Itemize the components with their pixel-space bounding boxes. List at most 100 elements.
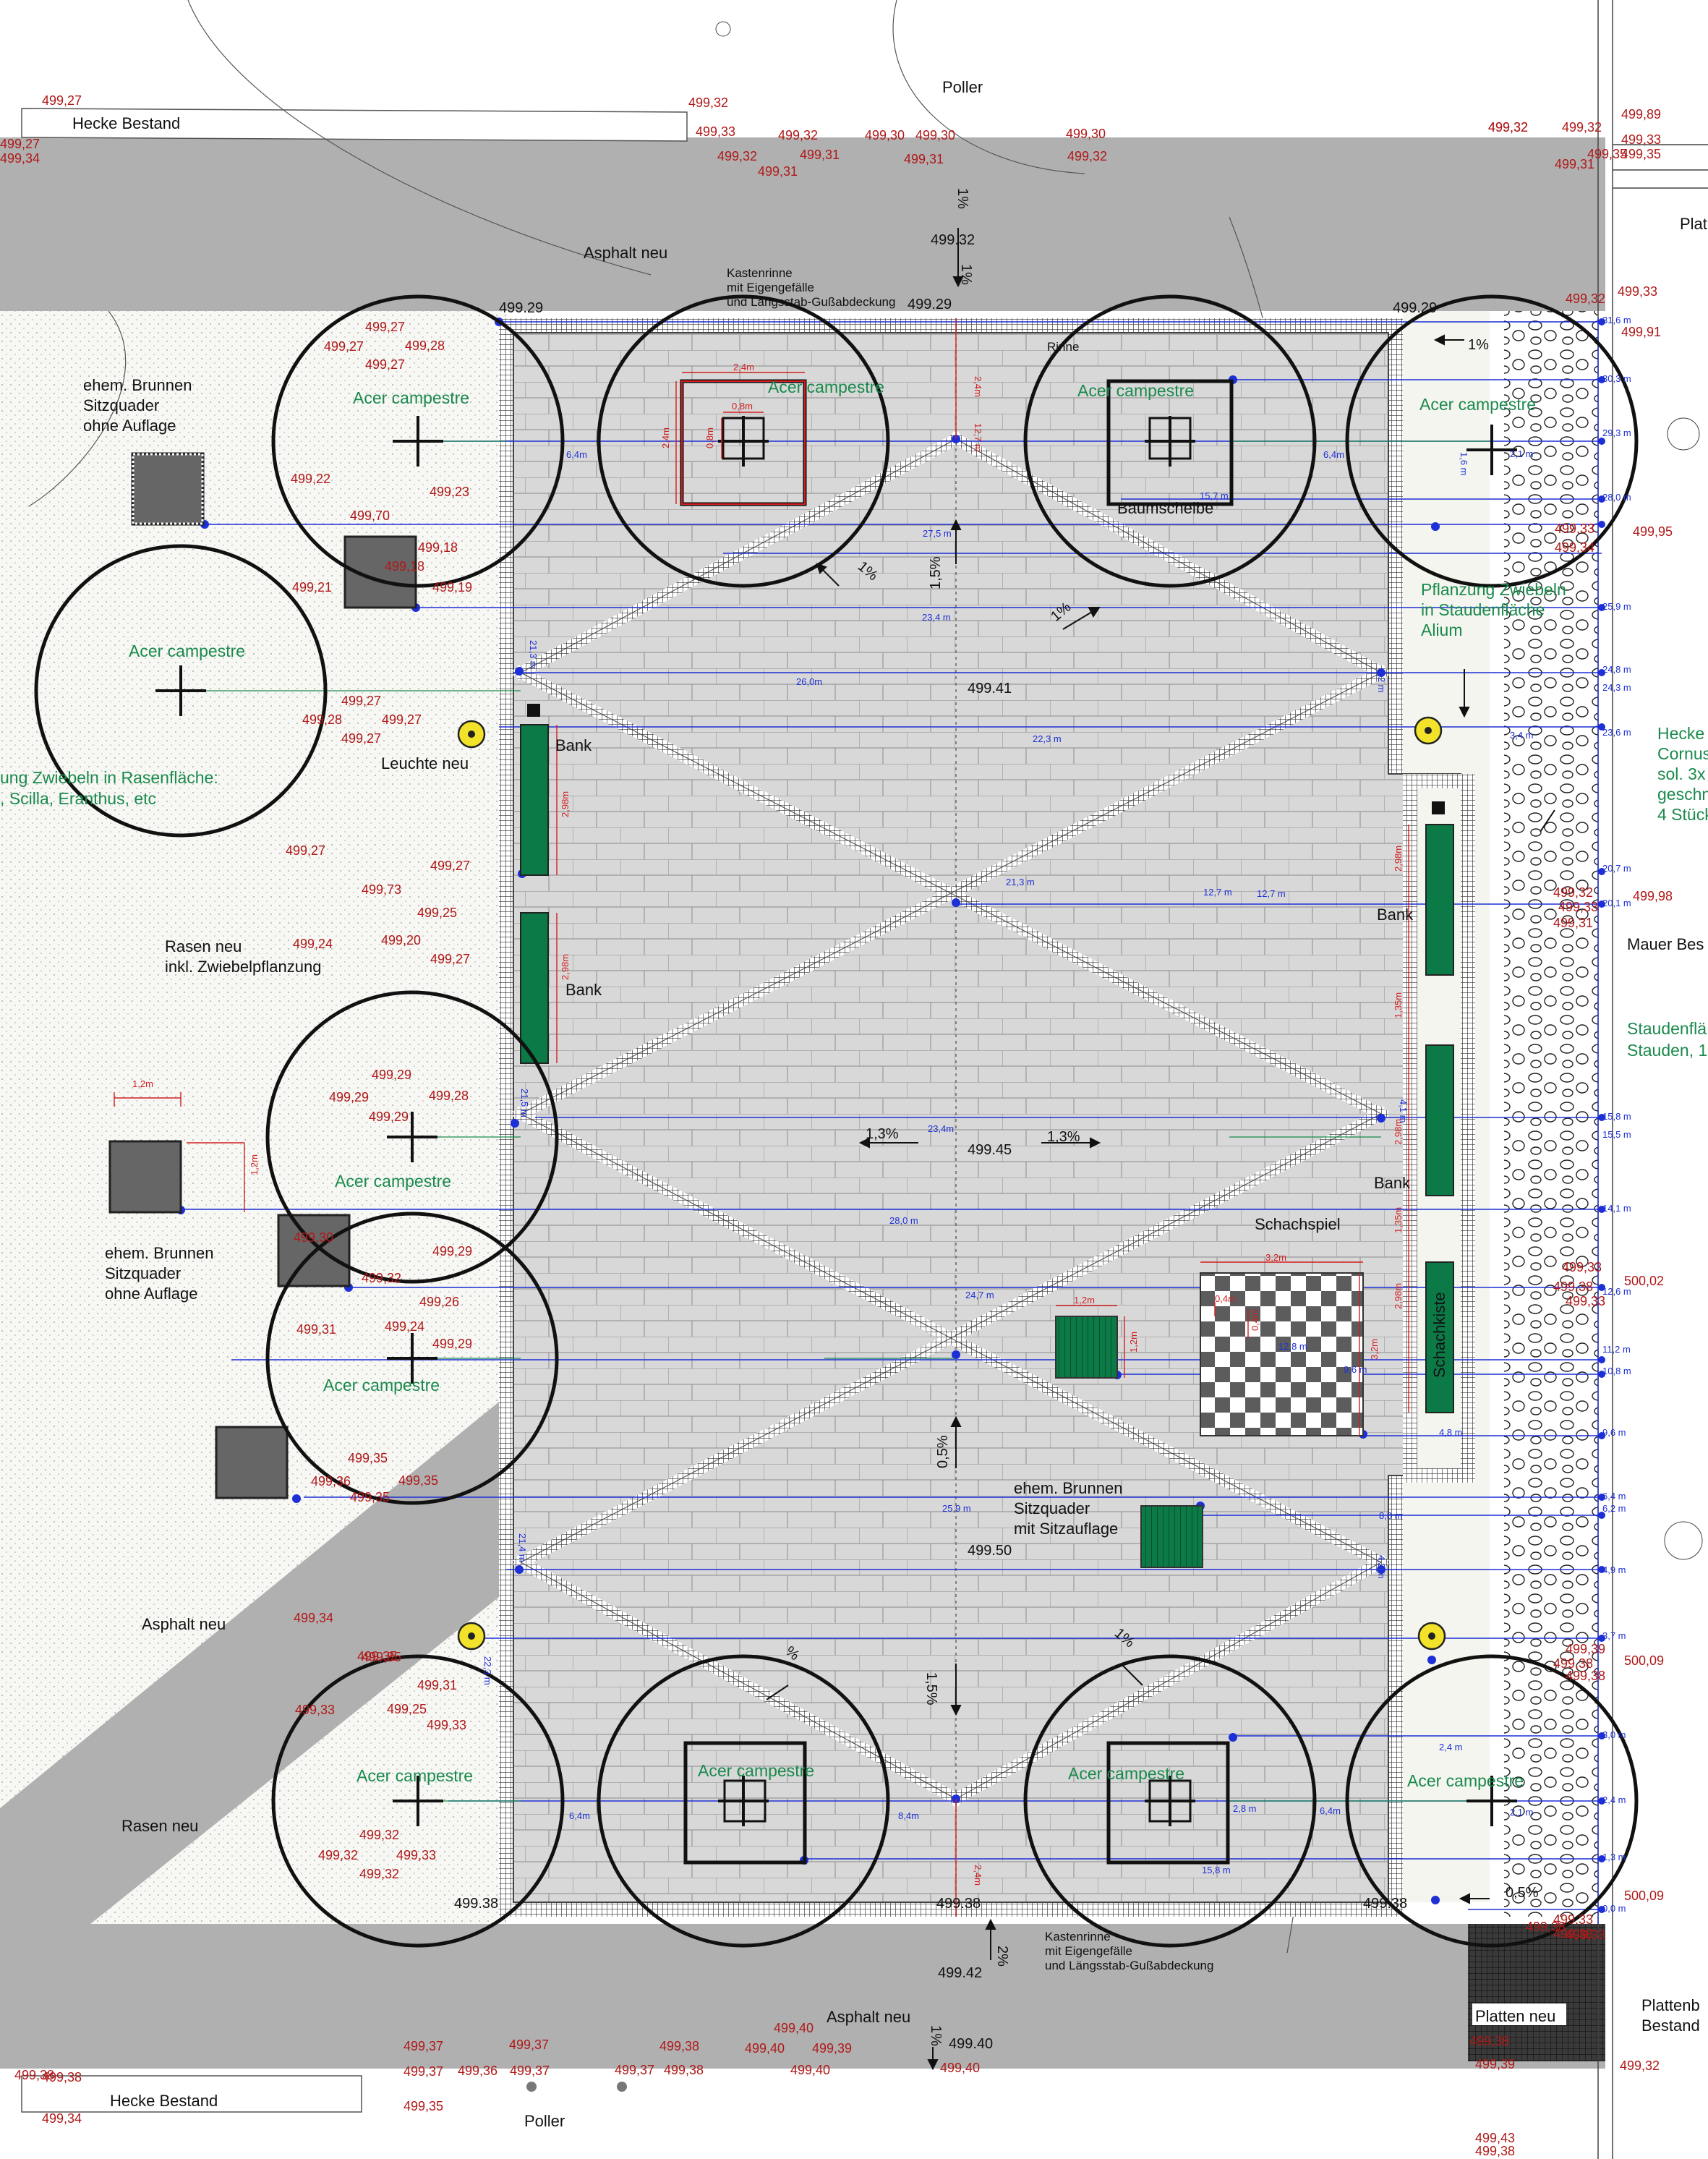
dimension-value: 21,4 m [517,1533,528,1562]
dimension-value: 21,3 m [1006,877,1035,887]
tree-crown-circle-icon [271,294,565,588]
elevation-value: 499,29 [432,1244,472,1259]
elevation-value: 499,23 [430,485,469,499]
elevation-value: 499,38 [659,2039,699,2053]
slope-label: 0,5% [935,1435,951,1468]
elevation-value: 499,30 [915,128,955,142]
tree-crown-circle-icon [1023,1654,1317,1948]
asphalt-label: Asphalt neu [584,244,667,262]
dimension-value: 8,4m [898,1810,919,1821]
elevation-value: 499,27 [341,694,381,708]
spot-height: 499.32 [931,232,975,248]
tree-label: Acer campestre [1419,395,1536,414]
fountain-label: ehem. Brunnen [83,376,192,394]
spot-height: 499.41 [968,681,1012,697]
lamp-icon [1417,1622,1446,1651]
dimension-value: 2,4m [973,376,983,397]
perennial-label: Staudenflä [1627,1019,1707,1038]
tree-trunk-crosses [155,416,1517,1826]
tree-crown-circle-icon [597,1654,890,1948]
planting-label: Pflanzung Zwiebeln [1421,580,1566,599]
dimension-value: 2,98m [1393,1283,1404,1309]
elevation-value: 499,19 [432,580,472,595]
elevation-value: 499,28 [429,1089,469,1103]
elevation-value: 499,38 [42,2070,82,2085]
lamp-label: Leuchte neu [381,754,469,772]
elevation-value: 499,91 [1621,325,1661,339]
slope-label: 1,3% [866,1126,899,1142]
hedge-top [21,108,688,142]
tree-pit-label: Baumscheibe [1117,499,1213,517]
dimension-value: 15,8 m [1602,1111,1631,1122]
elevation-value: 499,27 [286,843,325,858]
tree-label: Acer campestre [1077,381,1194,400]
plates-existing-label: Plattenb [1641,1996,1700,2014]
elevation-value: 499,27 [341,731,381,746]
dimension-value: 20,1 m [1602,898,1631,908]
dimension-value: 6,4 m [1602,1491,1626,1502]
elevation-value: 499,33 [696,124,735,139]
lamp-icon [1414,716,1443,745]
slope-label: 1% [1468,337,1489,353]
dimension-value: 1,2m [1128,1332,1139,1353]
elevation-value: 499,32 [688,95,728,110]
elevation-value: 499,35 [350,1490,390,1504]
spot-heights: 499.32 499.29 499.41 499.45 499.50 499.3… [454,232,1437,2052]
elevation-value: 499,25 [387,1702,427,1716]
spot-height: 499.45 [968,1142,1012,1158]
fountain-label: mit Sitzauflage [1014,1520,1118,1538]
elevation-value: 499,36 [311,1474,351,1489]
dimension-value: 6,4m [566,449,587,460]
spot-height: 499.38 [936,1896,981,1912]
slope-label: 1,5% [928,556,944,589]
elevation-value: 499,33 [1553,1912,1593,1927]
dimension-value: 2,98m [560,791,571,817]
spot-height: 499.29 [499,300,543,316]
planting-label: Alium [1421,621,1463,639]
elevation-value: 499,29 [329,1090,369,1104]
elevation-value: 499,34 [294,1611,333,1625]
spot-height: 499.29 [1393,300,1437,316]
tree-crown-circle-icon [271,1654,565,1948]
dimension-value: 15,7 m [1200,490,1229,501]
elevation-value: 499,40 [745,2041,785,2056]
elevation-value: 499,35 [398,1473,438,1488]
fountain-label: Sitzquader [105,1264,181,1282]
dimension-value: 2,1 m [1510,448,1534,459]
slope-label: 1,3% [1047,1129,1080,1145]
elevation-value: 499,28 [302,712,342,727]
slope-label: 1% [955,188,970,209]
tree-label: Acer campestre [1068,1764,1184,1783]
dimension-value: 0,4m [1215,1293,1236,1304]
lawn-label: Rasen neu [121,1817,198,1835]
gutter-outline [520,438,1382,1800]
elevation-value: 499,27 [430,952,470,966]
elevation-value: 499,35 [357,1649,397,1664]
dimension-value: 21,3 m [528,640,539,669]
dimension-value: 2,4m [973,1865,983,1886]
dimension-value: 22,3 m [482,1656,493,1685]
dimension-value: 20,7 m [1602,863,1631,874]
fountain-label: ohne Auflage [105,1285,197,1303]
elevation-value: 499,34 [42,2111,82,2126]
dimension-value: 2,4m [660,427,671,448]
text-labels: Poller Poller Hecke Bestand Hecke Bestan… [0,78,1708,2130]
bench-label: Bank [1374,1174,1411,1192]
elevation-value: 499,27 [42,93,82,108]
elevation-value: 499,38 [1553,1279,1593,1294]
dimension-value: 2,98m [1393,1119,1404,1145]
elevation-value: 499,33 [1562,1260,1602,1274]
dimension-value: 1,35m [1393,1207,1404,1233]
asphalt-label: Asphalt neu [827,2008,910,2026]
elevation-value: 499,30 [865,128,905,142]
lamps [457,716,1446,1651]
dimension-value: 10,8 m [1602,1366,1631,1376]
elevation-value: 499,31 [417,1678,457,1692]
dimension-value: 26,0m [796,676,822,687]
spot-height: 499.40 [949,2036,993,2052]
dimension-value: 8,0 m [1379,1510,1403,1521]
elevation-value: 499,32 [717,149,757,163]
hedge-label: 4 Stück [1657,805,1708,824]
planting-label: ung Zwiebeln in Rasenfläche: [0,768,218,787]
